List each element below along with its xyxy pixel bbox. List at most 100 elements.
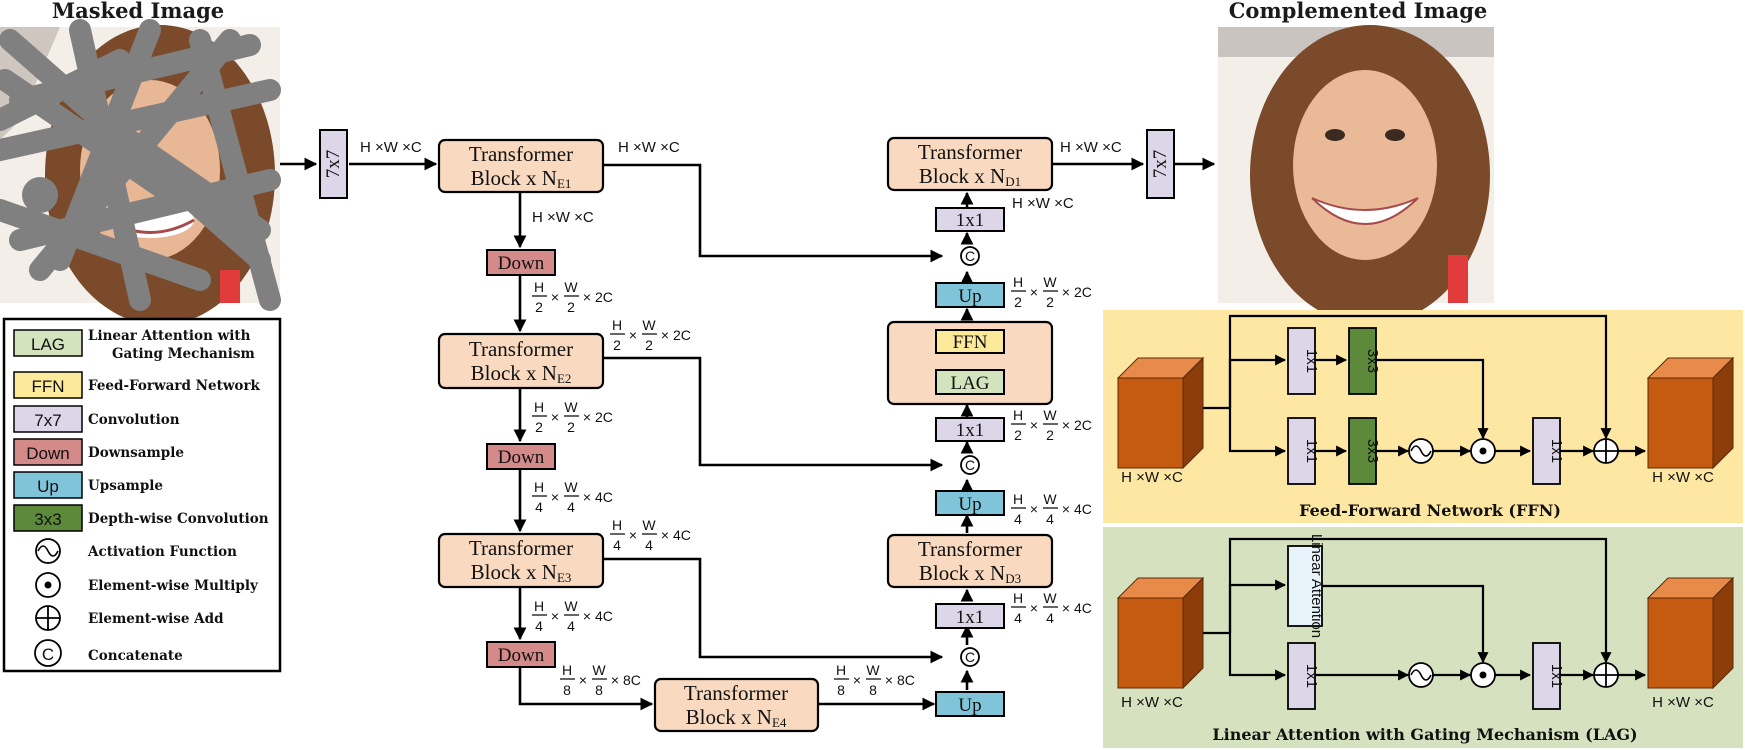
conv1-d3: 1x1 xyxy=(935,603,1005,629)
svg-text:H ×W ×C: H ×W ×C xyxy=(1652,469,1714,486)
svg-text:×: × xyxy=(551,409,559,425)
svg-text:×: × xyxy=(1062,501,1070,517)
svg-text:×: × xyxy=(1030,501,1038,517)
svg-text:H: H xyxy=(534,479,544,495)
svg-text:2C: 2C xyxy=(1074,284,1092,300)
svg-text:×: × xyxy=(583,289,591,305)
svg-text:1x1: 1x1 xyxy=(1303,664,1320,688)
svg-text:H: H xyxy=(612,317,622,333)
complemented-image xyxy=(1218,25,1494,325)
svg-text:W: W xyxy=(592,662,606,678)
svg-text:W: W xyxy=(642,317,656,333)
svg-text:W: W xyxy=(564,598,578,614)
svg-text:×: × xyxy=(551,489,559,505)
legend-dw-desc: Depth-wise Convolution xyxy=(88,511,269,527)
svg-text:3x3: 3x3 xyxy=(1364,349,1381,373)
sine-wave-icon xyxy=(1408,438,1434,464)
svg-text:Up: Up xyxy=(958,286,981,307)
lag-panel: H ×W ×C H ×W ×C Linear Attention 1x1 1x1 xyxy=(1103,527,1743,748)
svg-text:W: W xyxy=(866,662,880,678)
svg-text:×: × xyxy=(551,289,559,305)
svg-text:×: × xyxy=(1030,284,1038,300)
legend-mul-desc: Element-wise Multiply xyxy=(88,578,259,594)
svg-text:LAG: LAG xyxy=(950,373,989,394)
svg-text:×: × xyxy=(611,672,619,688)
svg-text:×: × xyxy=(583,608,591,624)
transformer-block-d1: Transformer Block x ND1 xyxy=(886,136,1054,192)
svg-text:Block x NE3: Block x NE3 xyxy=(471,560,572,585)
dim-frac-4: H 4 × W 4 × 4C xyxy=(532,479,613,515)
svg-text:4C: 4C xyxy=(595,489,613,505)
legend-ffn-desc: Feed-Forward Network xyxy=(88,378,261,394)
svg-text:H: H xyxy=(534,598,544,614)
legend-lag-desc-2: Gating Mechanism xyxy=(112,346,255,362)
svg-text:W: W xyxy=(1043,274,1057,290)
svg-text:8: 8 xyxy=(563,682,571,698)
down-block-2: Down xyxy=(486,443,556,470)
svg-text:1x1: 1x1 xyxy=(956,210,985,231)
legend-up-desc: Upsample xyxy=(88,478,163,494)
circle-plus-icon xyxy=(1593,662,1619,688)
svg-text:W: W xyxy=(1043,407,1057,423)
conv7-output: 7x7 xyxy=(1146,129,1175,199)
concat-3: C xyxy=(960,647,980,667)
svg-text:C: C xyxy=(42,645,54,664)
svg-text:Transformer: Transformer xyxy=(684,681,788,705)
svg-text:8C: 8C xyxy=(897,672,915,688)
svg-text:2: 2 xyxy=(1014,427,1022,443)
dim-frac-1: H 2 × W 2 × 2C xyxy=(532,279,613,315)
svg-text:×: × xyxy=(1030,600,1038,616)
svg-text:Block x NE1: Block x NE1 xyxy=(471,166,572,191)
svg-text:C: C xyxy=(965,248,975,264)
svg-text:×: × xyxy=(551,608,559,624)
up-block-2: Up xyxy=(935,490,1005,516)
up-block-3: Up xyxy=(935,691,1005,717)
sine-wave-icon xyxy=(35,538,61,564)
down-block-1: Down xyxy=(486,249,556,276)
svg-text:H: H xyxy=(612,517,622,533)
svg-text:C: C xyxy=(965,649,975,665)
svg-text:4: 4 xyxy=(613,537,621,553)
svg-text:4C: 4C xyxy=(673,527,691,543)
ffn-panel-title: Feed-Forward Network (FFN) xyxy=(1299,501,1561,520)
svg-text:×: × xyxy=(1030,417,1038,433)
legend-up-key: Up xyxy=(37,477,59,496)
svg-text:1x1: 1x1 xyxy=(1548,439,1565,463)
svg-text:Up: Up xyxy=(958,494,981,515)
svg-text:Linear Attention: Linear Attention xyxy=(1308,534,1325,638)
svg-text:1x1: 1x1 xyxy=(956,420,985,441)
svg-text:Block x ND1: Block x ND1 xyxy=(919,164,1021,189)
dim-frac-12: H 2 × W 2 × 2C xyxy=(1011,274,1092,310)
sine-wave-icon xyxy=(1408,662,1434,688)
svg-text:2C: 2C xyxy=(595,289,613,305)
legend-lag-key: LAG xyxy=(31,335,65,354)
concat-2: C xyxy=(960,455,980,475)
svg-text:Transformer: Transformer xyxy=(918,140,1022,164)
svg-text:3x3: 3x3 xyxy=(1364,439,1381,463)
transformer-block-e1: Transformer Block x NE1 xyxy=(437,138,605,194)
svg-text:2: 2 xyxy=(567,299,575,315)
dim-frac-7: H 8 × W 8 × 8C xyxy=(560,662,641,698)
svg-text:Up: Up xyxy=(958,695,981,716)
svg-text:4: 4 xyxy=(645,537,653,553)
dim-frac-2: H 2 × W 2 × 2C xyxy=(610,317,691,353)
svg-text:H: H xyxy=(1013,590,1023,606)
transformer-block-e2: Transformer Block x NE2 xyxy=(437,332,605,390)
svg-text:H: H xyxy=(836,662,846,678)
svg-text:4C: 4C xyxy=(1074,600,1092,616)
svg-text:4: 4 xyxy=(535,499,543,515)
svg-text:4: 4 xyxy=(1046,511,1054,527)
dim-conv1-d1: H ×W ×C xyxy=(1012,195,1074,212)
legend-lag-desc-1: Linear Attention with xyxy=(88,328,251,344)
svg-text:4: 4 xyxy=(1014,511,1022,527)
svg-text:Down: Down xyxy=(498,253,545,274)
dim-frac-11: H 2 × W 2 × 2C xyxy=(1011,407,1092,443)
legend-down-desc: Downsample xyxy=(88,445,184,461)
svg-text:4C: 4C xyxy=(1074,501,1092,517)
legend-cat-desc: Concatenate xyxy=(88,648,183,664)
svg-text:2C: 2C xyxy=(1074,417,1092,433)
dim-frac-9: H 4 × W 4 × 4C xyxy=(1011,590,1092,626)
svg-text:Transformer: Transformer xyxy=(469,142,573,166)
svg-text:1x1: 1x1 xyxy=(1303,349,1320,373)
